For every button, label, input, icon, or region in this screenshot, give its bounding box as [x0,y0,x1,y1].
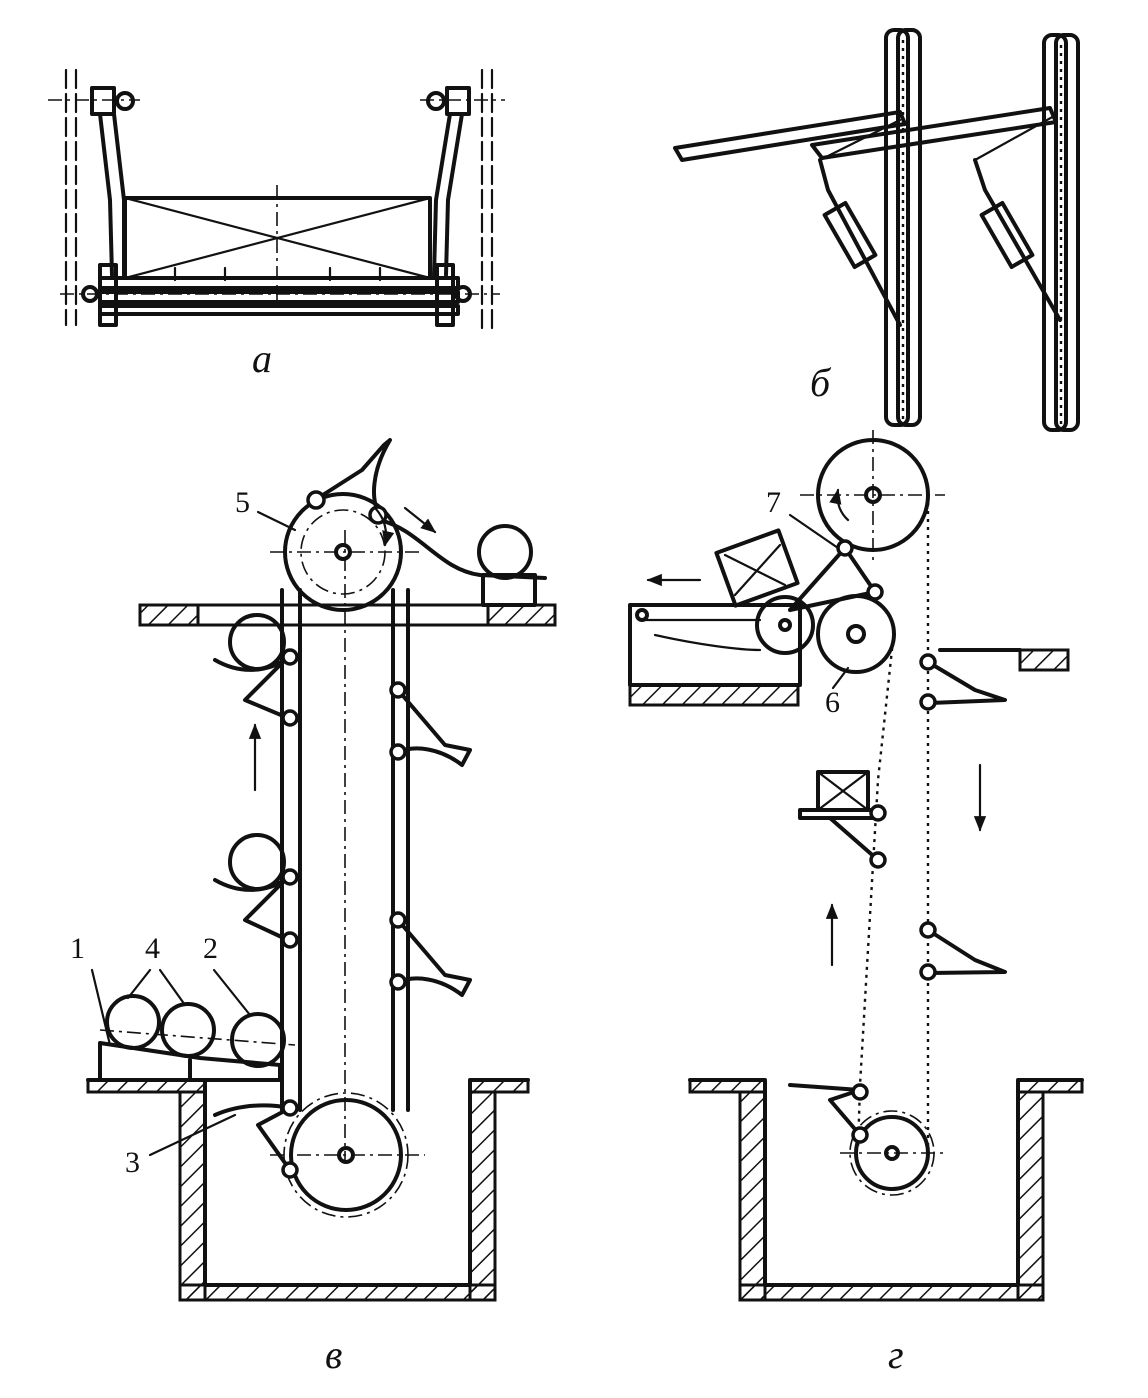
panel-v-drawing [86,438,557,1302]
label-7: 7 [766,486,781,519]
label-2: 2 [203,932,218,965]
label-4: 4 [145,932,160,965]
panel-v-caption: в [325,1332,342,1377]
panel-a-drawing [48,68,505,332]
panel-b-drawing [673,28,1080,432]
chain-left [884,28,922,427]
label-3: 3 [125,1146,140,1179]
panel-g-drawing [628,430,1084,1302]
panel-a-caption: а [252,336,272,381]
panel-g-caption: г [888,1332,904,1377]
label-6: 6 [825,686,840,719]
chain-right [1042,33,1080,432]
label-5: 5 [235,486,250,519]
panel-b-caption: б [810,360,832,405]
label-1: 1 [70,932,85,965]
